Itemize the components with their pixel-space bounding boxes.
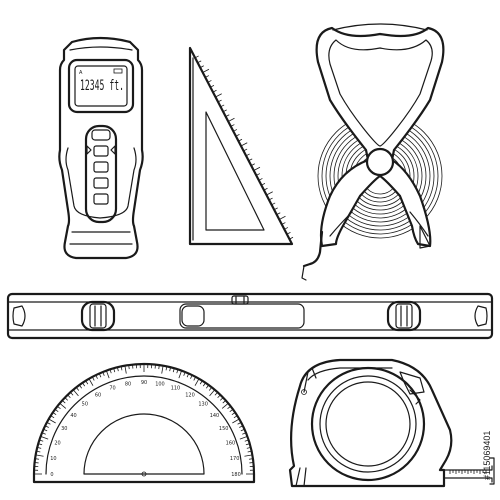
- protractor-label: 0: [50, 472, 53, 478]
- protractor-label: 150: [219, 426, 229, 432]
- protractor-label: 10: [50, 456, 56, 462]
- protractor-label: 50: [82, 402, 88, 408]
- set-square: [188, 46, 294, 246]
- protractor-label: 70: [109, 386, 115, 392]
- stock-id: #115069401: [482, 431, 492, 480]
- lcd-display-value: 12345 ft.: [80, 78, 124, 94]
- protractor-label: 80: [125, 381, 131, 387]
- protractor-label: 140: [210, 413, 220, 419]
- laser-distance-meter: A 12345 ft.: [58, 36, 144, 260]
- display-icon: A: [79, 70, 83, 76]
- protractor-label: 180: [231, 472, 241, 478]
- tape-measure: [288, 358, 495, 488]
- button-top: [91, 129, 111, 141]
- protractor-label: 40: [70, 413, 76, 419]
- spirit-level: [6, 292, 494, 340]
- protractor-label: 170: [230, 456, 240, 462]
- protractor-label: 60: [95, 392, 101, 398]
- protractor-label: 90: [141, 380, 147, 386]
- protractor-label: 130: [198, 402, 208, 408]
- protractor-label: 160: [226, 441, 236, 447]
- protractor-label: 100: [155, 381, 165, 387]
- protractor-label: 110: [171, 386, 181, 392]
- open-reel-tape: [301, 23, 445, 281]
- protractor-label: 120: [185, 392, 195, 398]
- protractor-label: 30: [61, 426, 67, 432]
- protractor-label: 20: [54, 441, 60, 447]
